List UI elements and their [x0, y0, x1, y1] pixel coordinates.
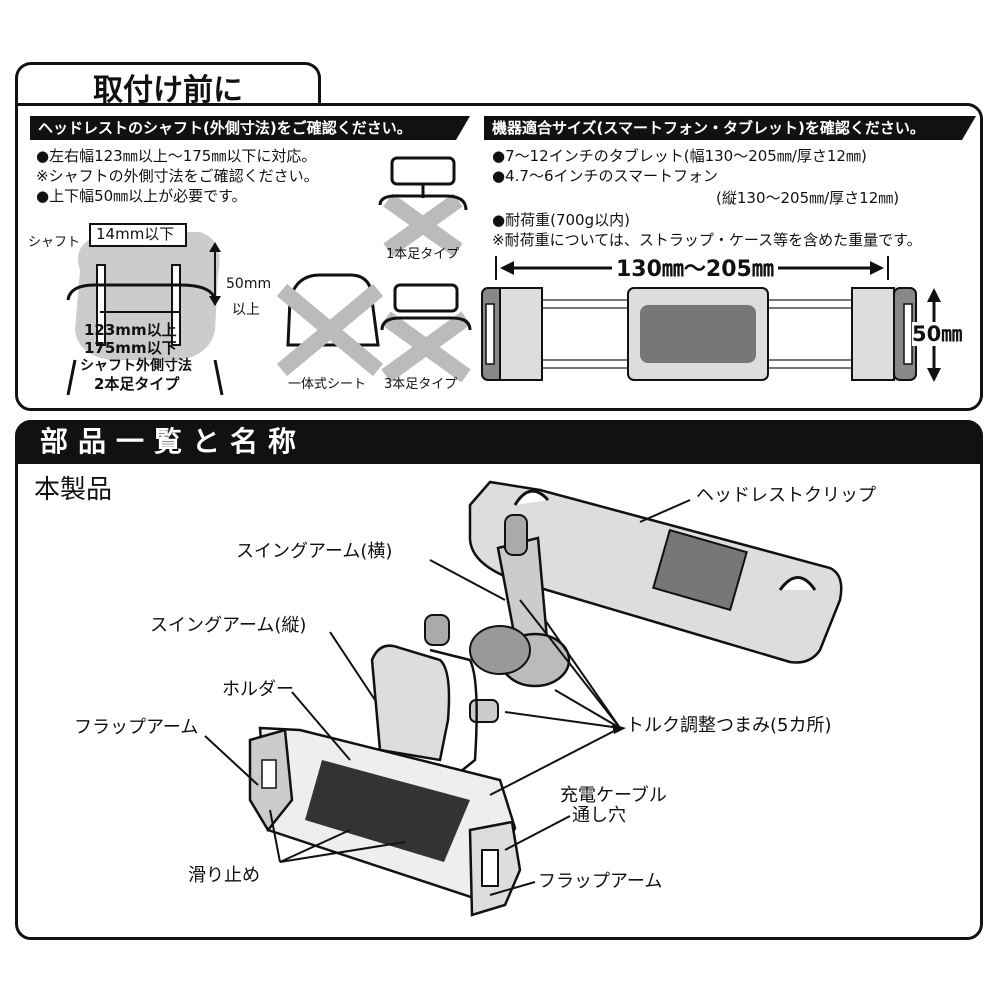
integrated-seat-label: 一体式シート — [288, 377, 367, 392]
torque-knob-label: トルク調整つまみ(5カ所) — [626, 715, 832, 736]
outer-dim-label: シャフト外側寸法 — [80, 358, 192, 374]
flap-arm-right-label: フラップアーム — [538, 871, 663, 892]
height-50mm-label: 50mm — [226, 276, 272, 292]
device-line-1: ●7〜12インチのタブレット(幅130〜205㎜/厚さ12㎜) — [492, 147, 867, 165]
flap-arm-left-label: フラップアーム — [74, 717, 199, 738]
device-line-3: (縦130〜205㎜/厚さ12㎜) — [716, 189, 900, 207]
swing-arm-vertical-label: スイングアーム(縦) — [150, 615, 307, 636]
swing-arm-horizontal-label: スイングアーム(横) — [236, 541, 393, 562]
two-leg-type-label: 2本足タイプ — [94, 375, 180, 393]
height-ijou-label: 以上 — [232, 302, 260, 318]
headrest-clip-shape — [468, 480, 843, 664]
height-label: 50㎜ — [912, 322, 963, 347]
integrated-seat-icon — [276, 273, 384, 377]
device-line-4: ●耐荷重(700g以内) — [492, 211, 630, 229]
width-max-label: 175mm以下 — [84, 339, 177, 357]
parts-header-bar — [15, 420, 983, 464]
section-title: 取付け前に — [93, 73, 243, 108]
torque-knob-cluster — [424, 614, 571, 723]
device-line-5: ※耐荷重については、ストラップ・ケース等を含めた重量です。 — [492, 231, 922, 249]
three-leg-type-icon — [380, 283, 472, 383]
product-label: 本製品 — [34, 475, 113, 505]
width-min-label: 123mm以上 — [84, 321, 177, 339]
cable-hole-label-2: 通し穴 — [572, 805, 626, 826]
spec-line-2: ※シャフトの外側寸法をご確認ください。 — [36, 167, 319, 185]
right-flap-arm-shape — [468, 820, 522, 917]
headrest-shaft-heading: ヘッドレストのシャフト(外側寸法)をご確認ください。 — [30, 116, 470, 140]
width-range-label: 130㎜〜205㎜ — [612, 257, 778, 283]
left-flap-arm-shape — [248, 728, 294, 833]
holder-size-diagram — [481, 256, 941, 382]
one-leg-type-label: 1本足タイプ — [386, 247, 460, 262]
shaft-label: シャフト — [28, 235, 81, 250]
cable-hole-label-1: 充電ケーブル — [560, 785, 667, 806]
non-slip-label: 滑り止め — [188, 865, 260, 886]
device-line-2: ●4.7〜6インチのスマートフォン — [492, 167, 719, 185]
parts-title: 部品一覧と名称 — [40, 425, 307, 458]
shaft-width-label: 14mm以下 — [96, 225, 175, 243]
swing-arm-vertical-shape — [370, 644, 478, 781]
headrest-shape — [75, 232, 220, 360]
one-leg-type-icon — [378, 156, 468, 257]
spec-line-3: ●上下幅50㎜以上が必要です。 — [36, 187, 247, 205]
device-size-heading: 機器適合サイズ(スマートフォン・タブレット)を確認ください。 — [484, 116, 976, 140]
section-tab: 取付け前に — [15, 62, 321, 109]
spec-line-1: ●左右幅123㎜以上〜175㎜以下に対応。 — [36, 147, 317, 165]
three-leg-type-label: 3本足タイプ — [384, 377, 458, 392]
headrest-clip-label: ヘッドレストクリップ — [696, 485, 876, 506]
holder-label: ホルダー — [222, 679, 294, 700]
leader-lines — [204, 499, 691, 896]
